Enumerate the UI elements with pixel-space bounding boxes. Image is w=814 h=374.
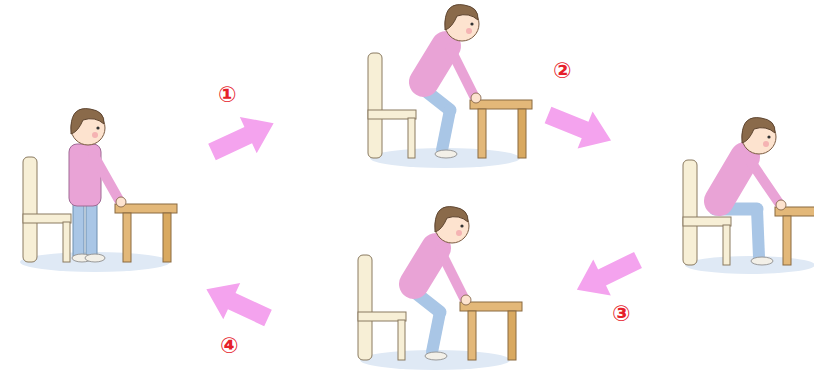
callout-number: ① [218,82,237,108]
callout-number: ③ [612,301,631,327]
step-arrow [198,271,277,336]
step-arrow [541,96,619,159]
half-seated-figure [358,207,522,370]
callout-number: ④ [220,333,239,359]
seated-figure [683,118,814,274]
standing-figure [20,109,177,272]
half-seated-figure [368,5,532,168]
step-arrow [204,105,283,170]
step-arrow [568,242,647,308]
callout-number: ② [553,58,572,84]
